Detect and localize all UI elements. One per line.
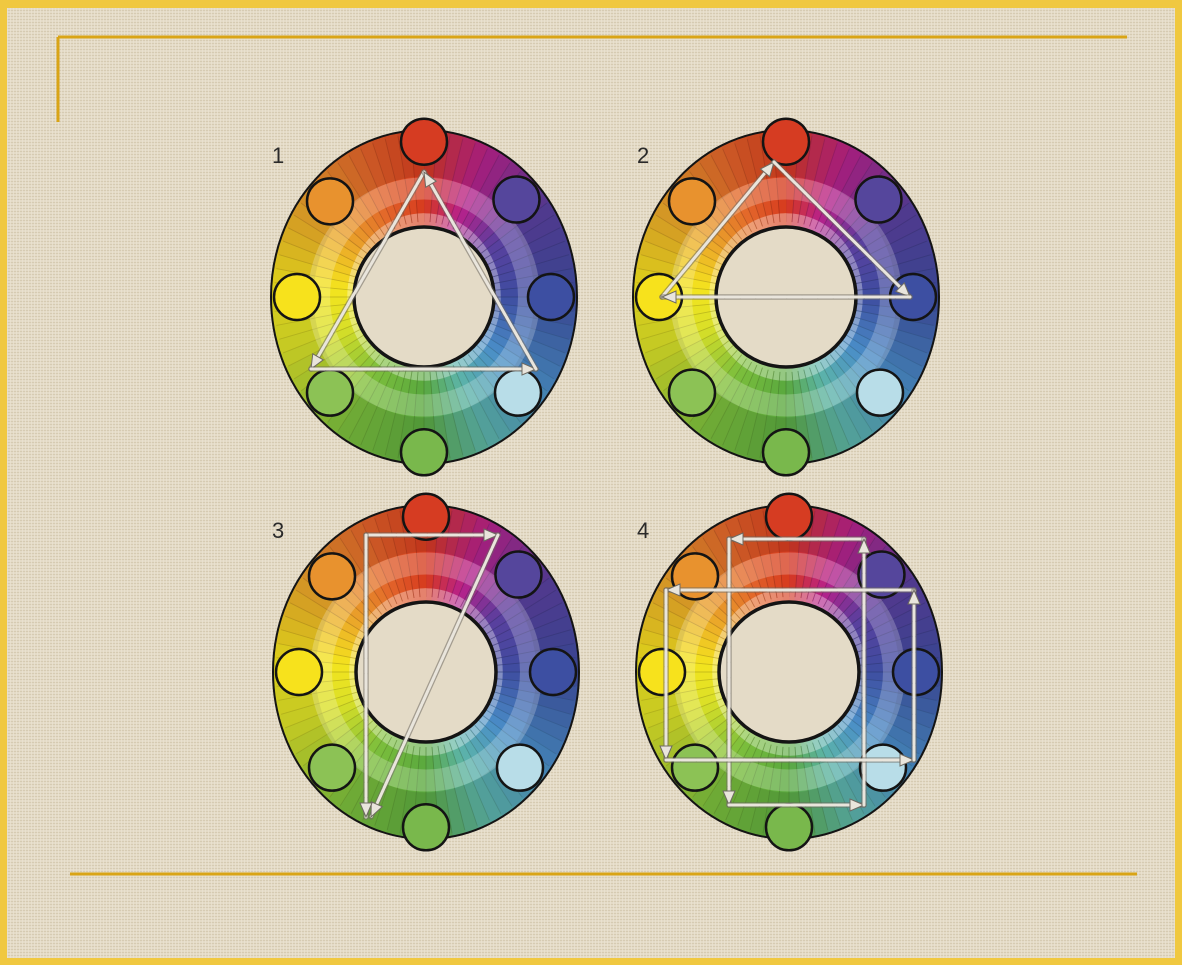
swatch-yellow-green [309,745,355,791]
swatch-violet [495,552,541,598]
swatch-light-blue [860,745,906,791]
swatch-green [403,804,449,850]
swatch-violet [493,177,539,223]
swatch-violet [855,177,901,223]
swatch-light-blue [495,370,541,416]
swatch-blue [528,274,574,320]
swatch-yellow-green [307,370,353,416]
swatch-green [766,804,812,850]
swatch-blue [530,649,576,695]
swatch-orange [669,178,715,224]
swatch-light-blue [857,370,903,416]
swatch-yellow-green [669,370,715,416]
wheel-hole [354,227,494,367]
swatch-light-blue [497,745,543,791]
swatch-orange [307,178,353,224]
swatch-green [401,429,447,475]
wheel-label: 3 [272,518,284,543]
swatch-red [763,119,809,165]
swatch-yellow [276,649,322,695]
swatch-red [766,494,812,540]
wheel-label: 2 [637,143,649,168]
wheel-label: 4 [637,518,649,543]
wheel-hole [356,602,496,742]
swatch-yellow [639,649,685,695]
wheel-label: 1 [272,143,284,168]
swatch-red [401,119,447,165]
swatch-yellow-green [672,745,718,791]
wheel-hole [719,602,859,742]
linen-panel [7,8,1175,958]
swatch-yellow [274,274,320,320]
swatch-orange [309,553,355,599]
swatch-green [763,429,809,475]
